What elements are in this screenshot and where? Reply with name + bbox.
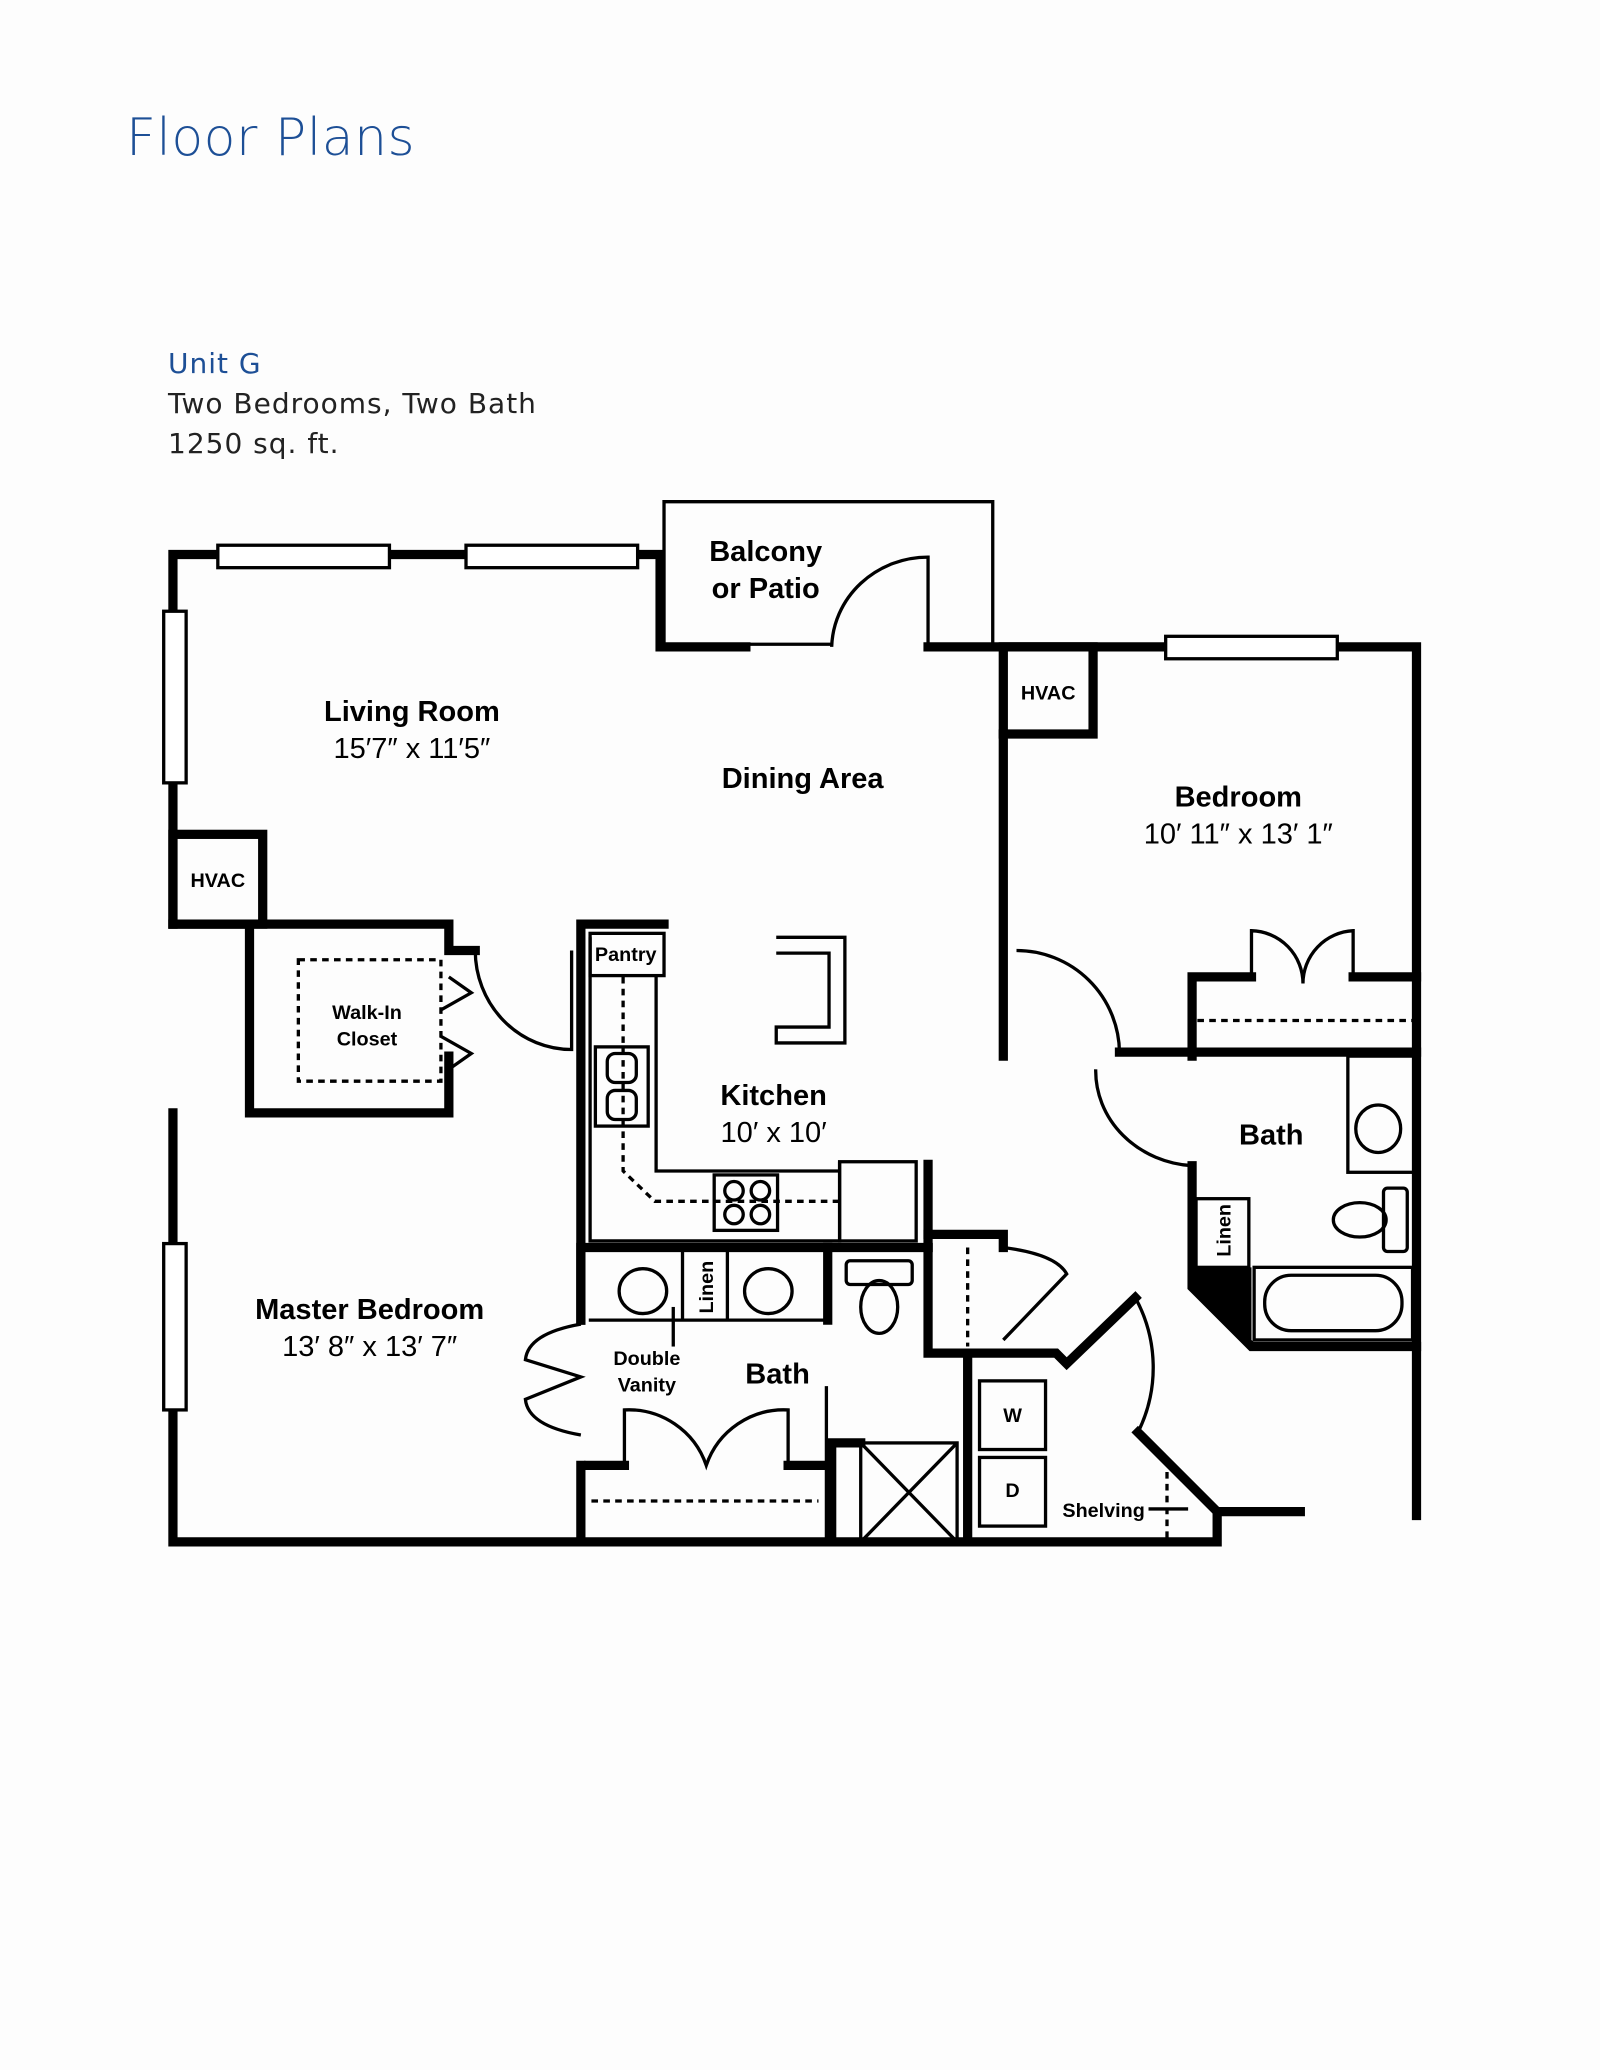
hvac-right-label: HVAC — [1021, 683, 1076, 705]
window — [162, 609, 188, 785]
bedroom-door — [1016, 948, 1122, 1053]
bedroom-label: Bedroom — [1175, 782, 1302, 814]
linen-right-label: Linen — [1213, 1204, 1235, 1257]
living-door — [473, 950, 574, 1052]
shower — [859, 1441, 959, 1544]
master-bedroom-label: Master Bedroom — [255, 1294, 484, 1326]
balcony-door — [830, 555, 930, 647]
toilet-tank — [844, 1259, 914, 1287]
bath-master-label: Bath — [745, 1359, 810, 1391]
living-room-label: Living Room — [324, 696, 500, 728]
refrigerator — [837, 1160, 918, 1243]
unit-name: Unit G — [168, 347, 262, 380]
dryer — [977, 1455, 1048, 1528]
vanity — [1346, 1054, 1416, 1174]
bath-right-label: Bath — [1239, 1120, 1304, 1152]
washer — [977, 1379, 1048, 1452]
balcony-label: Balcony — [709, 536, 822, 568]
unit-area: 1250 sq. ft. — [168, 427, 340, 460]
dining-label: Dining Area — [722, 763, 885, 795]
sink — [617, 1267, 669, 1316]
sink — [742, 1267, 794, 1316]
kitchen-label: Kitchen — [720, 1080, 826, 1112]
kitchen-dims: 10′ x 10′ — [721, 1117, 827, 1149]
closet-door — [1249, 928, 1355, 984]
sink-bowl — [605, 1088, 638, 1122]
washer-label: W — [1003, 1405, 1022, 1427]
closet-door — [622, 1408, 790, 1471]
bath-door — [523, 1322, 586, 1437]
window — [162, 1241, 188, 1412]
bath-door — [1094, 1069, 1193, 1168]
cabinet-line — [621, 976, 840, 1203]
master-bedroom-dims: 13′ 8″ x 13′ 7″ — [282, 1331, 457, 1363]
pantry — [588, 931, 666, 978]
hvac-left-label: HVAC — [191, 870, 246, 892]
laundry-door — [1133, 1296, 1155, 1434]
toilet-bowl — [859, 1278, 900, 1335]
closet-shelf — [296, 958, 443, 1083]
sink — [1354, 1103, 1403, 1155]
walk-in-label: Walk-In — [332, 1002, 402, 1024]
bedroom-dims: 10′ 11″ x 13′ 1″ — [1144, 819, 1333, 851]
living-room-dims: 15′7″ x 11′5″ — [333, 733, 490, 765]
pantry-label: Pantry — [595, 944, 657, 966]
closet-door — [440, 1034, 475, 1071]
page-title: Floor Plans — [126, 108, 416, 168]
closet-door — [440, 975, 475, 1012]
shelving-label: Shelving — [1062, 1500, 1145, 1522]
linen-master-label: Linen — [696, 1261, 718, 1314]
window — [1164, 634, 1339, 661]
window — [464, 543, 640, 570]
closet-door — [1002, 1245, 1069, 1342]
hvac-right — [998, 642, 1098, 739]
wall — [168, 1108, 1305, 1547]
wall — [576, 1242, 933, 1325]
toilet-tank — [1381, 1186, 1409, 1254]
walk-in-label: Closet — [337, 1029, 398, 1051]
dryer-label: D — [1005, 1480, 1019, 1502]
wall — [244, 919, 454, 1118]
counter — [654, 974, 840, 1173]
linen-closet — [1194, 1197, 1251, 1269]
bathtub — [1252, 1265, 1415, 1342]
sink-bowl — [605, 1051, 638, 1085]
unit-layout: Two Bedrooms, Two Bath — [168, 387, 537, 420]
balcony-label: or Patio — [712, 573, 820, 605]
wall — [168, 919, 480, 956]
island — [774, 935, 847, 1045]
unit-info: Unit G Two Bedrooms, Two Bath 1250 sq. f… — [168, 344, 537, 464]
toilet-bowl — [1331, 1201, 1388, 1239]
stove — [712, 1173, 780, 1233]
window — [216, 543, 392, 570]
double-vanity-label: Double — [613, 1348, 680, 1370]
double-vanity-label: Vanity — [618, 1374, 676, 1396]
wall — [576, 919, 669, 1325]
sink — [593, 1045, 650, 1128]
